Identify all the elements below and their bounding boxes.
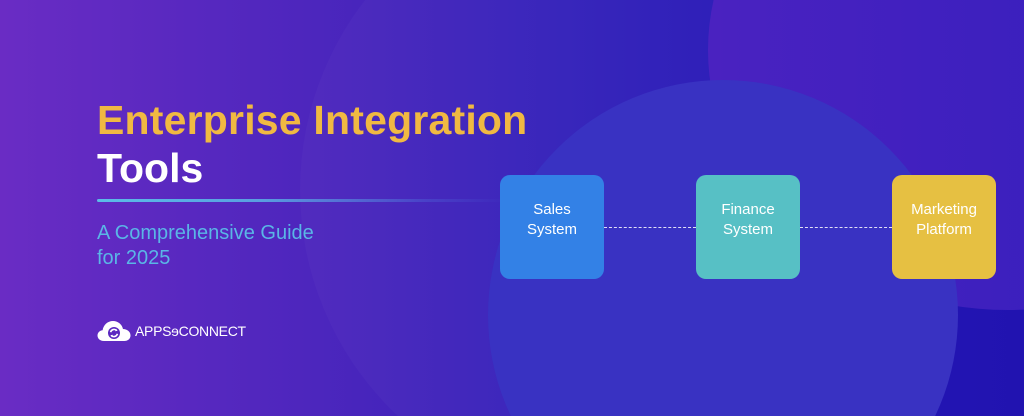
subtitle-line-1: A Comprehensive Guide [97,222,314,244]
title-divider [97,199,507,202]
node-label-line-2: System [526,221,577,238]
title-line-2: Tools [97,145,204,191]
subtitle: A Comprehensive Guide for 2025 [97,221,314,271]
node-marketing-platform: Marketing Platform [892,175,996,279]
connector-sales-finance [604,227,696,228]
node-label-line-1: Marketing [911,201,977,218]
brand-logo: APPSɘCONNECT [97,320,246,342]
subtitle-line-2: for 2025 [97,247,171,269]
node-finance-system: Finance System [696,175,800,279]
cloud-sync-icon [97,321,131,341]
node-label-line-2: System [722,221,773,238]
node-sales-system: Sales System [500,175,604,279]
node-label-line-1: Finance [721,201,775,218]
brand-name: APPSɘCONNECT [135,323,246,339]
hero-title: Enterprise Integration Tools [97,96,527,192]
node-label-line-1: Sales [533,201,571,218]
node-label-line-2: Platform [916,221,972,238]
connector-finance-marketing [800,227,892,228]
title-line-1: Enterprise Integration [97,97,528,143]
